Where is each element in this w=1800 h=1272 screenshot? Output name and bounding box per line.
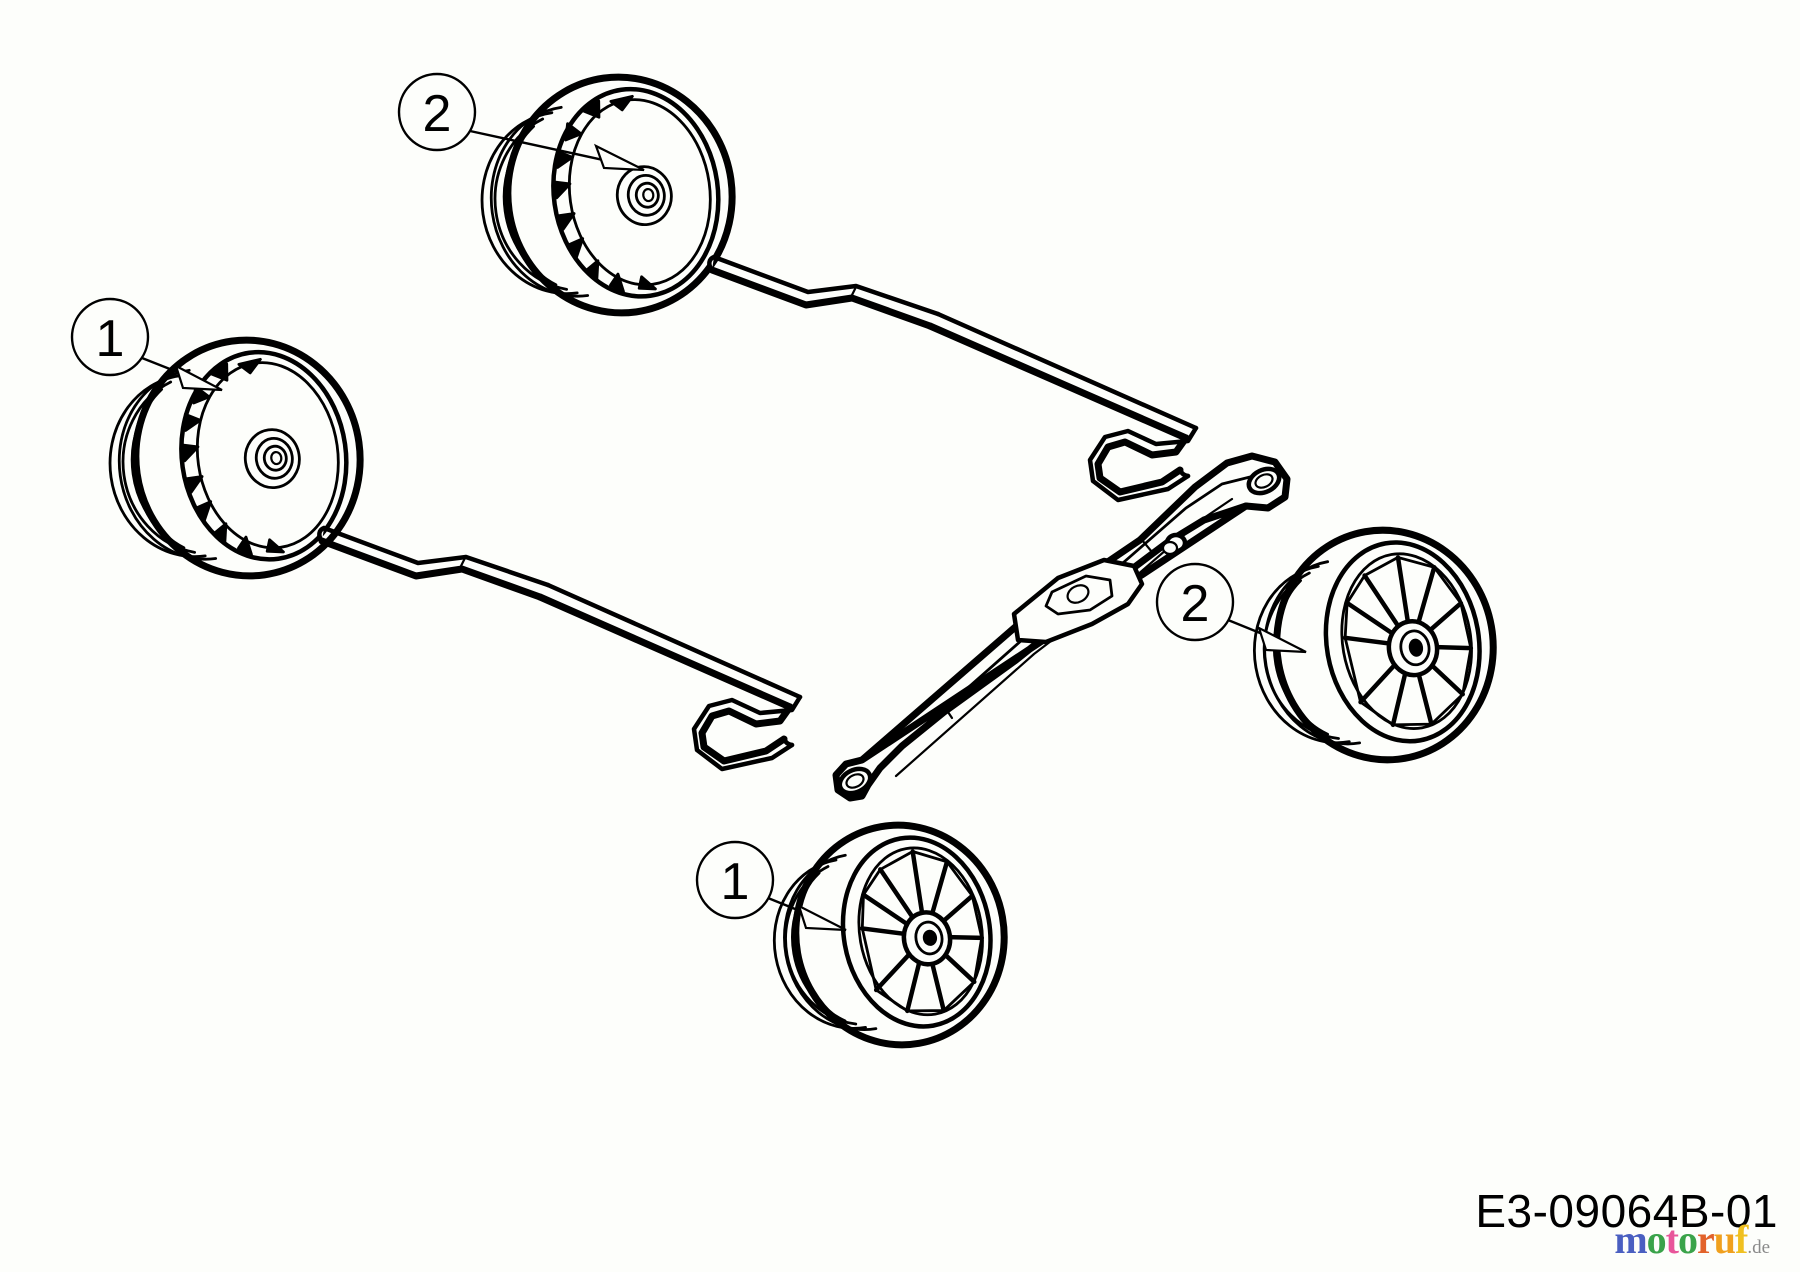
leader-arrowhead (1257, 625, 1307, 654)
callout-left-1[interactable]: 1 (70, 297, 223, 392)
watermark-letter-2: t (1665, 1217, 1679, 1262)
watermark: motoruf.de (1614, 1220, 1770, 1260)
rod-lower[interactable] (317, 525, 803, 772)
callout-label: 2 (1181, 575, 1210, 633)
callout-top-2[interactable]: 2 (397, 72, 645, 172)
callout-bottom-1[interactable]: 1 (695, 840, 847, 932)
rod-upper[interactable] (707, 254, 1199, 503)
wheel-bottom-spoked[interactable] (757, 809, 1022, 1066)
callout-label: 1 (721, 853, 750, 911)
callout-balloon[interactable] (695, 840, 775, 920)
watermark-letter-4: r (1696, 1217, 1715, 1262)
callout-right-2[interactable]: 2 (1155, 562, 1307, 654)
watermark-letter-6: f (1734, 1217, 1748, 1262)
callout-label: 2 (423, 85, 452, 143)
watermark-letter-3: o (1677, 1217, 1698, 1262)
wheel-left-ribbed[interactable] (95, 326, 376, 595)
watermark-letter-5: u (1713, 1217, 1736, 1262)
leader-arrowhead (174, 363, 223, 392)
wheel-right-spoked[interactable] (1236, 513, 1511, 781)
leader-arrowhead (594, 143, 645, 172)
wheel-top-ribbed[interactable] (467, 63, 748, 332)
watermark-suffix: .de (1747, 1237, 1770, 1258)
drawing-number: E3-09064B-01 (1475, 1185, 1778, 1237)
watermark-letter-0: m (1614, 1217, 1647, 1262)
callout-label: 1 (96, 310, 125, 368)
callout-balloon[interactable] (1155, 562, 1235, 642)
watermark-letter-1: o (1646, 1217, 1667, 1262)
leader-arrowhead (797, 903, 847, 932)
lever-arm[interactable] (832, 452, 1291, 802)
callout-balloon[interactable] (397, 72, 477, 152)
callout-balloon[interactable] (70, 297, 150, 377)
